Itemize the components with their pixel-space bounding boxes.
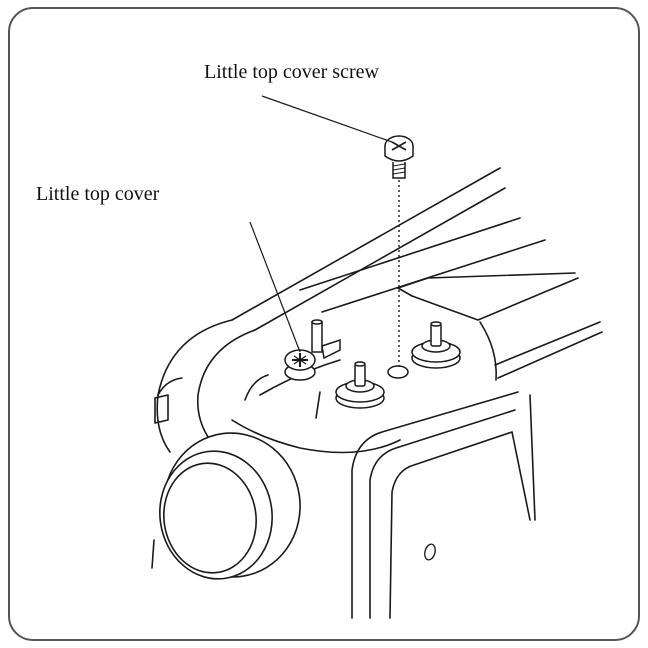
arm-inner-line xyxy=(321,239,546,313)
hand-wheel-face xyxy=(163,462,257,574)
right-rim-1 xyxy=(494,321,601,366)
arm-top-edge-2 xyxy=(254,187,506,331)
cover-line xyxy=(315,391,321,419)
machine-body xyxy=(151,167,603,619)
panel-right-edge xyxy=(529,394,536,521)
head-front xyxy=(231,419,401,454)
panel-inner-frame xyxy=(389,431,531,619)
top-slot-3 xyxy=(397,287,413,297)
top-slot-2 xyxy=(411,277,579,321)
spool-pin-left xyxy=(335,361,385,409)
spool-pin-right xyxy=(411,321,461,369)
cover-leader-line xyxy=(249,221,301,353)
top-slot xyxy=(397,272,576,289)
head-side xyxy=(244,374,269,401)
left-leg xyxy=(151,539,155,569)
body-divider xyxy=(479,321,497,381)
front-panel-inner xyxy=(369,409,516,619)
hand-wheel xyxy=(159,432,301,580)
panel-mark xyxy=(424,543,436,561)
arm-upper-rim xyxy=(299,217,521,291)
side-badge xyxy=(154,394,169,424)
end-cap-inner xyxy=(196,329,256,441)
end-cap-outer xyxy=(156,319,233,453)
screw-icon xyxy=(384,135,414,179)
screw-leader-line xyxy=(261,95,393,143)
little-top-cover-icon xyxy=(284,349,316,381)
screw-label: Little top cover screw xyxy=(204,61,379,83)
cover-label: Little top cover xyxy=(36,183,160,205)
end-cap-curve xyxy=(157,377,183,396)
arm-top-edge xyxy=(231,167,501,321)
right-rim-2 xyxy=(497,331,603,379)
front-panel-outer xyxy=(351,391,519,619)
thread-guide-post xyxy=(311,319,341,360)
frame-border xyxy=(8,7,640,641)
screw-hole xyxy=(387,365,409,379)
